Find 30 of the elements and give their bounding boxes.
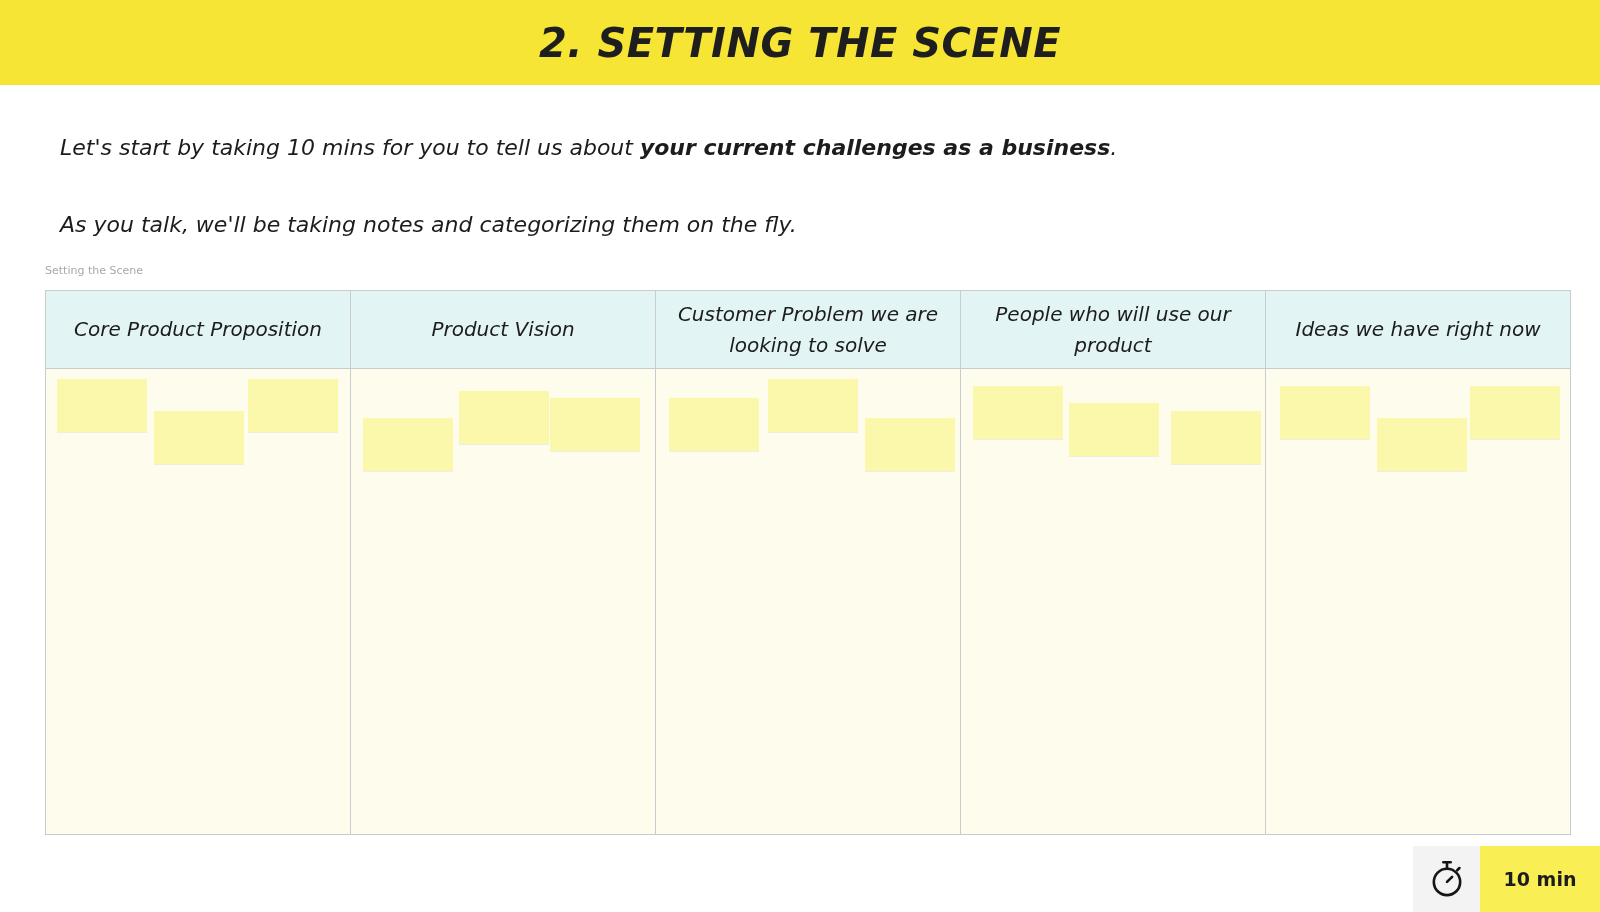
column-header: Core Product Proposition [46,291,350,369]
page-title: 2. SETTING THE SCENE [539,19,1061,66]
column-header: Customer Problem we are looking to solve [656,291,960,369]
sticky-note [1470,386,1560,439]
sticky-note [154,411,244,464]
column-header: Product Vision [351,291,655,369]
sticky-note [459,391,549,444]
sticky-note [1069,403,1159,456]
duration-label: 10 min [1480,846,1600,912]
sticky-note [248,379,338,432]
board-caption: Setting the Scene [45,264,143,278]
sticky-note [1280,386,1370,439]
board-column [45,290,351,835]
sticky-note [768,379,858,432]
column-header: People who will use our product [961,291,1265,369]
column-header: Ideas we have right now [1266,291,1570,369]
board-column [960,290,1266,835]
sticky-note [973,386,1063,439]
sticky-note [1377,418,1467,471]
board-column [350,290,656,835]
intro-paragraph: Let's start by taking 10 mins for you to tell us about your current challenges as a business. [60,134,1118,162]
board-column [655,290,961,835]
sticky-note [865,418,955,471]
board-column [1265,290,1571,835]
sticky-note [669,398,759,451]
sticky-note [57,379,147,432]
sticky-note [550,398,640,451]
intro-paragraph: As you talk, we'll be taking notes and categorizing them on the fly. [60,211,797,239]
sticky-note [363,418,453,471]
sticky-note [1171,411,1261,464]
